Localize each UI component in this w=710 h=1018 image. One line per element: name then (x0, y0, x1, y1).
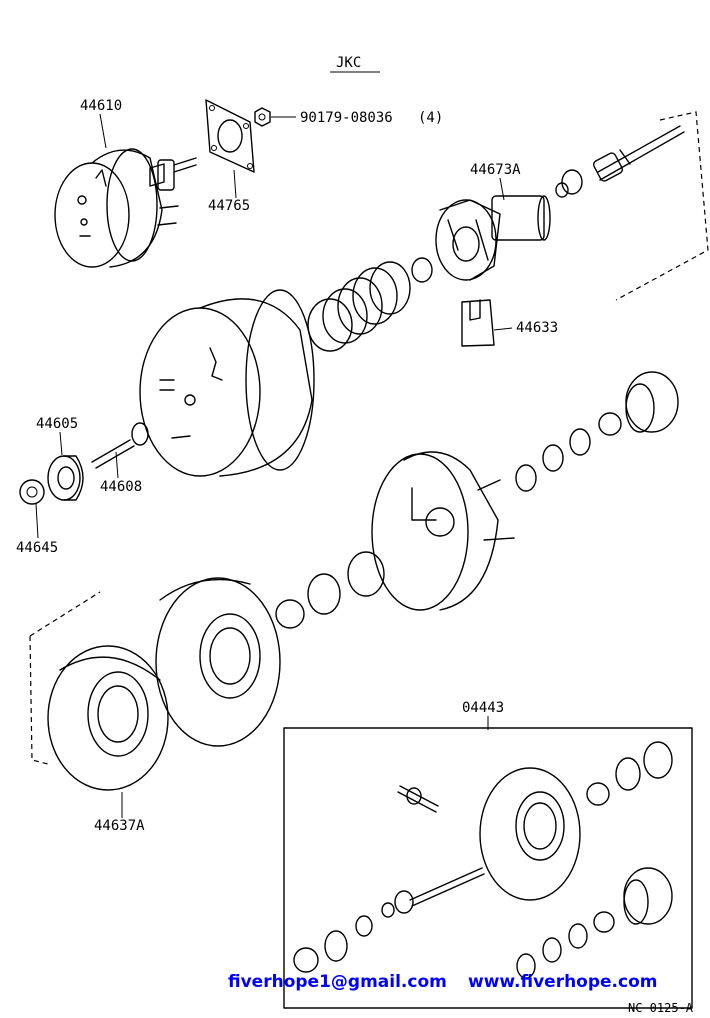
label-44637A: 44637A (94, 818, 145, 834)
key-44633 (461, 299, 513, 347)
label-44645: 44645 (16, 540, 58, 556)
label-04443: 04443 (462, 700, 504, 716)
diaphragm-44637A (47, 645, 169, 791)
leader-44605 (59, 431, 63, 456)
gasket-44765 (205, 99, 255, 173)
retainer-44645 (19, 479, 45, 505)
label-44610: 44610 (80, 98, 122, 114)
rear-shell (139, 289, 315, 477)
diaphragm-outer (155, 577, 281, 747)
return-spring (307, 261, 411, 352)
watermark-website: www.fiverhope.com (468, 972, 658, 992)
pin-44608 (91, 422, 149, 469)
kit-box-04443 (283, 727, 693, 1009)
booster-assembly-44610 (54, 148, 197, 268)
nut-90179-08036 (254, 107, 271, 127)
label-44633: 44633 (516, 320, 558, 336)
leader-44673A (499, 177, 505, 201)
dashed-frame-top-right (615, 111, 709, 301)
leader-44610 (99, 113, 107, 149)
middle-rings (275, 551, 385, 629)
kit-contents (293, 741, 673, 979)
label-90179-qty: (4) (418, 110, 443, 126)
push-rod-assembly (555, 125, 685, 198)
leader-44765 (233, 169, 237, 199)
label-44673A: 44673A (470, 162, 521, 178)
header-label: JKC (336, 55, 361, 71)
watermark-email: fiverhope1@gmail.com (228, 972, 447, 992)
label-44605: 44605 (36, 416, 78, 432)
dashed-frame-left (29, 591, 101, 765)
valve-body-44673A (435, 195, 551, 281)
label-44765: 44765 (208, 198, 250, 214)
small-ring (411, 257, 433, 283)
seal-44605 (47, 455, 84, 501)
label-44608: 44608 (100, 479, 142, 495)
leader-44608 (115, 451, 119, 479)
right-rings-upper (515, 371, 679, 492)
leader-44645 (35, 503, 39, 539)
footer-code: NC 0125-A (628, 1001, 694, 1015)
label-90179-08036: 90179-08036 (300, 110, 393, 126)
front-shell (371, 451, 515, 611)
